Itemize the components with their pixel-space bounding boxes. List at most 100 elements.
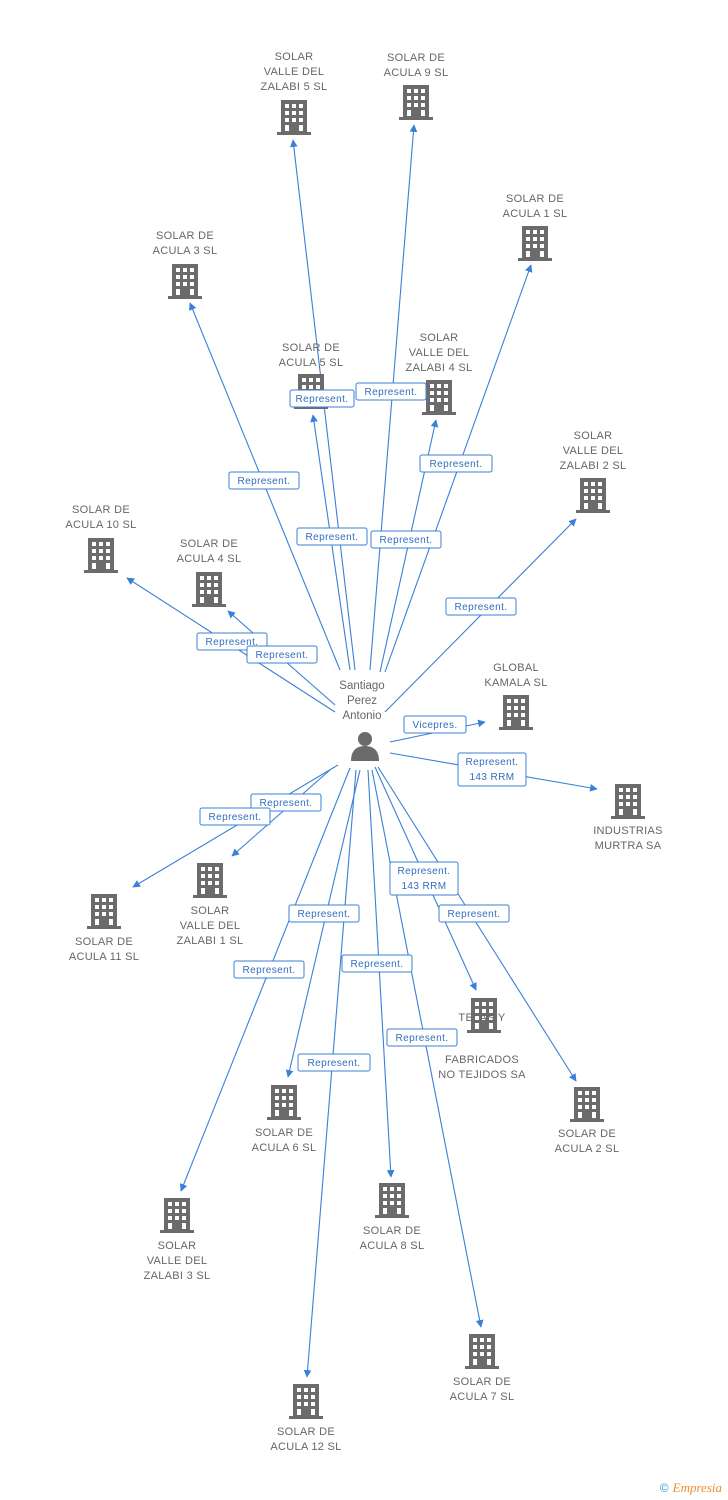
edge-label-box xyxy=(438,904,510,923)
edge-line xyxy=(367,769,395,1178)
company-name-line: SOLAR DE xyxy=(506,193,564,205)
edge-label-box xyxy=(246,645,318,664)
company-name-line: ACULA 4 SL xyxy=(177,553,242,565)
company-name-line: SOLAR DE xyxy=(75,936,133,948)
edge-label[interactable]: Represent. xyxy=(250,793,322,812)
edge-label-box xyxy=(419,454,493,473)
edge-label[interactable]: Represent.143 RRM xyxy=(389,861,459,896)
company-name-line: ACULA 7 SL xyxy=(450,1391,515,1403)
edge-line xyxy=(231,769,331,857)
company-name-line: SOLAR xyxy=(420,332,459,344)
edge-label-box xyxy=(233,960,305,979)
edge-label-text: Represent. xyxy=(260,798,313,809)
edge-label[interactable]: Represent. xyxy=(419,454,493,473)
edge-label[interactable]: Vicepres. xyxy=(403,715,467,734)
edge-label-text: Represent. xyxy=(365,387,418,398)
building-icon xyxy=(611,784,645,819)
company-name-line: VALLE DEL xyxy=(180,920,241,932)
edge-label-text: Represent. xyxy=(398,866,451,877)
edge-label[interactable]: Represent.143 RRM xyxy=(457,752,527,787)
company-name-line: ACULA 9 SL xyxy=(384,67,449,79)
company-node[interactable]: SOLAR DE ACULA 5 SL xyxy=(279,342,344,409)
edge-label-text: Represent. xyxy=(308,1058,361,1069)
company-name-line: SOLAR xyxy=(191,905,230,917)
edge-label-text: Represent. xyxy=(206,637,259,648)
building-icon xyxy=(289,1384,323,1419)
building-icon xyxy=(518,226,552,261)
company-name-line: SOLAR DE xyxy=(180,538,238,550)
edge-label[interactable]: Represent. xyxy=(233,960,305,979)
company-name-line: MURTRA SA xyxy=(595,840,662,852)
company-name-line: ACULA 10 SL xyxy=(65,519,136,531)
edge-label-text: Represent. xyxy=(209,812,262,823)
edge-label[interactable]: Represent. xyxy=(386,1028,458,1047)
edge-line xyxy=(179,767,351,1192)
edge-label-text: Represent. xyxy=(296,394,349,405)
person-icon xyxy=(351,732,379,761)
edge-label[interactable]: Represent. xyxy=(228,471,300,490)
company-node[interactable]: SOLAR DE ACULA 4 SL xyxy=(177,538,242,607)
building-icon xyxy=(168,264,202,299)
edge-label[interactable]: Represent. xyxy=(246,645,318,664)
edge-label-text: Represent. xyxy=(306,532,359,543)
edge-label[interactable]: Represent. xyxy=(199,807,271,826)
building-icon xyxy=(465,1334,499,1369)
company-node[interactable]: INDUSTRIAS MURTRA SA xyxy=(593,784,663,852)
copyright-symbol: © xyxy=(659,1481,669,1495)
edge-line xyxy=(285,769,361,1078)
company-name-line: ZALABI 5 SL xyxy=(261,81,328,93)
company-name-line: SOLAR DE xyxy=(282,342,340,354)
edge-label-text: Vicepres. xyxy=(412,720,457,731)
edge-label[interactable]: Represent. xyxy=(438,904,510,923)
edge-label[interactable]: Represent. xyxy=(297,1053,371,1072)
edge-label-text: Represent. xyxy=(448,909,501,920)
edge-label[interactable]: Represent. xyxy=(296,527,368,546)
company-name-line: VALLE DEL xyxy=(147,1255,208,1267)
company-name-line: SOLAR DE xyxy=(558,1128,616,1140)
edge-label-box xyxy=(457,752,527,787)
edge-label[interactable]: Represent. xyxy=(341,954,413,973)
edge-label[interactable]: Represent. xyxy=(445,597,517,616)
person-name-line-3: Antonio xyxy=(342,710,381,722)
company-name-line: INDUSTRIAS xyxy=(593,825,663,837)
edge-label[interactable]: Represent. xyxy=(288,904,360,923)
company-name-line: ACULA 5 SL xyxy=(279,357,344,369)
edge-label-text: Represent. xyxy=(396,1033,449,1044)
edge-label[interactable]: Represent. xyxy=(289,389,355,408)
company-name-line: NO TEJIDOS SA xyxy=(438,1069,526,1081)
company-name-line: SOLAR xyxy=(275,51,314,63)
company-node[interactable]: SOLAR VALLE DEL ZALABI 1 SL xyxy=(177,863,244,947)
company-name-line: ACULA 2 SL xyxy=(555,1143,620,1155)
edge-label-box xyxy=(289,389,355,408)
center-person[interactable]: Santiago Perez Antonio xyxy=(339,680,385,761)
edge-label-text: Represent. xyxy=(256,650,309,661)
edge-label-box xyxy=(199,807,271,826)
company-name-line: ZALABI 1 SL xyxy=(177,935,244,947)
footer-brand: ©Empresia xyxy=(660,1480,722,1496)
edge-label-box xyxy=(370,530,442,549)
edge-label[interactable]: Represent. xyxy=(370,530,442,549)
edge-label-text: Represent. xyxy=(380,535,433,546)
company-node[interactable]: SOLAR DE ACULA 2 SL xyxy=(555,1087,620,1155)
building-icon xyxy=(422,380,456,415)
edge-label-text: Represent. xyxy=(430,459,483,470)
edge-label-text: Represent. xyxy=(238,476,291,487)
company-name-line: ACULA 12 SL xyxy=(270,1441,341,1453)
edge-label[interactable]: Represent. xyxy=(355,382,427,401)
edge-label-text: Represent. xyxy=(351,959,404,970)
